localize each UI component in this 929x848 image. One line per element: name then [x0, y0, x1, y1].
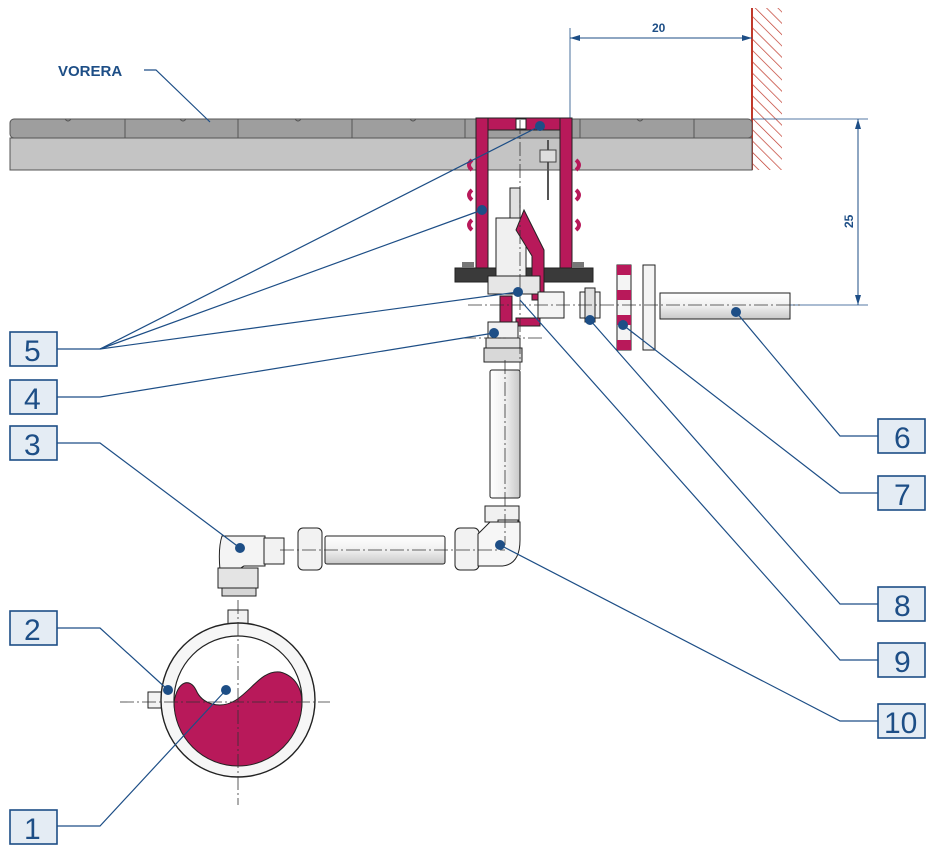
- callout-3: 3: [9, 425, 58, 462]
- center-lines: [120, 120, 800, 805]
- callout-4: 4: [9, 379, 58, 416]
- leader-lines: [57, 125, 878, 827]
- pavement: [9, 118, 753, 171]
- street-leader: [144, 69, 211, 123]
- callout-1-label: 1: [24, 813, 41, 846]
- building-wall: [751, 8, 782, 170]
- water-meter: [147, 609, 316, 778]
- callout-8: 8: [877, 586, 926, 623]
- callout-6: 6: [877, 418, 926, 455]
- callout-7: 7: [877, 475, 926, 512]
- street-label: VORERA: [58, 63, 122, 80]
- callout-2: 2: [9, 610, 58, 647]
- callout-10: 10: [877, 703, 926, 740]
- callout-3-label: 3: [24, 429, 41, 462]
- callout-8-label: 8: [894, 590, 911, 623]
- callout-7-label: 7: [894, 479, 911, 512]
- callout-2-label: 2: [24, 614, 41, 647]
- callout-5-label: 5: [24, 335, 41, 368]
- dimension-horizontal: 20: [569, 21, 752, 120]
- dimension-horizontal-value: 20: [652, 21, 666, 35]
- dimension-vertical-value: 25: [842, 214, 856, 228]
- dimension-vertical: 25: [752, 118, 868, 306]
- stop-valve: [483, 187, 565, 363]
- callout-10-label: 10: [884, 707, 917, 740]
- callout-1: 1: [9, 809, 58, 846]
- callout-6-label: 6: [894, 422, 911, 455]
- callout-9: 9: [877, 642, 926, 679]
- callout-5: 5: [9, 331, 58, 368]
- callout-4-label: 4: [24, 383, 41, 416]
- leader-dots: [163, 121, 741, 695]
- callout-9-label: 9: [894, 646, 911, 679]
